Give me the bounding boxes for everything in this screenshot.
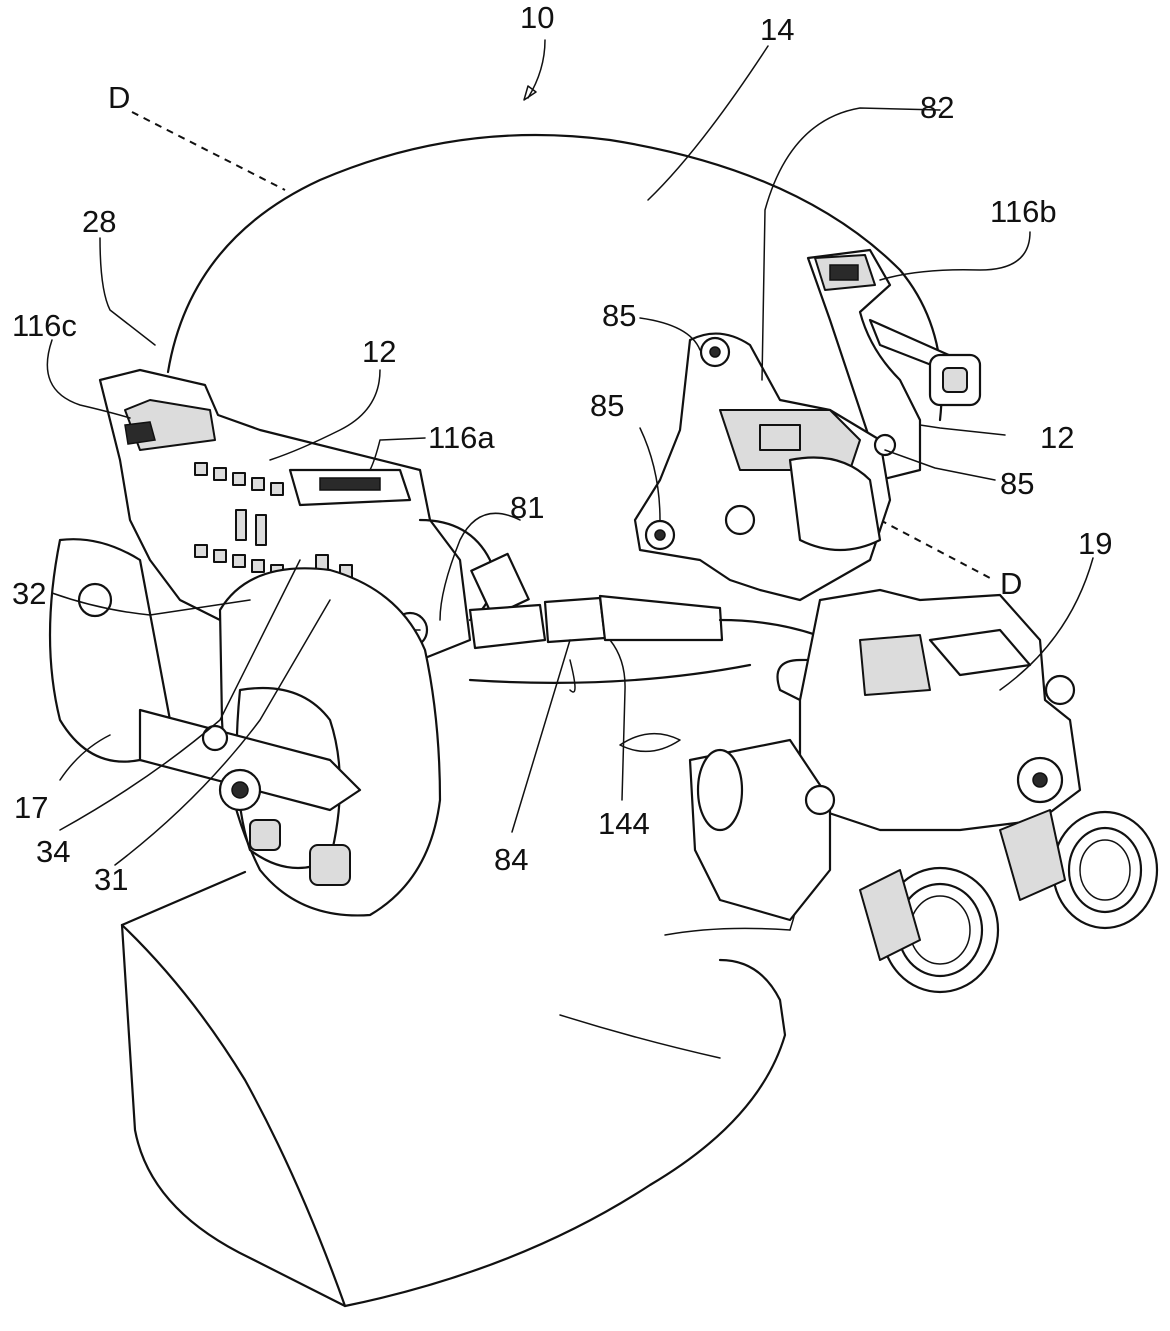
left-rail-assembly <box>98 368 472 662</box>
label-shroud-85-left: 85 <box>590 388 624 423</box>
label-rail-right: 116b <box>990 194 1057 229</box>
label-rail-12-right: 12 <box>1040 420 1074 455</box>
label-section-top: D <box>108 80 130 115</box>
label-rail-12-left: 12 <box>362 334 396 369</box>
label-section-bottom: D <box>1000 566 1022 601</box>
rail-vent-slots <box>194 462 353 606</box>
section-line-d <box>131 111 286 191</box>
label-helmet: 14 <box>760 12 794 47</box>
label-cable-144: 144 <box>598 806 650 841</box>
label-shroud-85-right: 85 <box>1000 466 1034 501</box>
label-assembly: 10 <box>520 0 554 35</box>
label-knob-81: 81 <box>510 490 544 525</box>
leader-lines <box>46 39 1094 866</box>
label-rail-top: 116a <box>428 420 495 455</box>
eyepiece-left <box>859 866 1000 994</box>
mannequin-head <box>120 732 801 1308</box>
night-vision-goggle <box>688 588 1159 994</box>
eyepiece-right <box>999 809 1159 930</box>
section-line-d-lower <box>879 519 991 579</box>
ear-cup-assembly <box>48 538 442 917</box>
label-item-34: 34 <box>36 834 70 869</box>
label-goggle-19: 19 <box>1078 526 1112 561</box>
label-cable-84: 84 <box>494 842 528 877</box>
label-item-31: 31 <box>94 862 128 897</box>
right-rail-assembly <box>806 248 982 482</box>
label-item-28: 28 <box>82 204 116 239</box>
helmet-shell <box>166 133 943 693</box>
label-rail-left: 116c <box>12 308 77 343</box>
label-shroud-85-top: 85 <box>602 298 636 333</box>
label-mount: 82 <box>920 90 954 125</box>
reference-labels: 10 14 D 82 116b 28 116c 85 12 85 12 116a… <box>12 0 1112 897</box>
cable-144 <box>598 594 724 642</box>
cables <box>418 518 842 712</box>
label-item-17: 17 <box>14 790 48 825</box>
label-item-32: 32 <box>12 576 46 611</box>
shroud-mount <box>633 332 897 602</box>
